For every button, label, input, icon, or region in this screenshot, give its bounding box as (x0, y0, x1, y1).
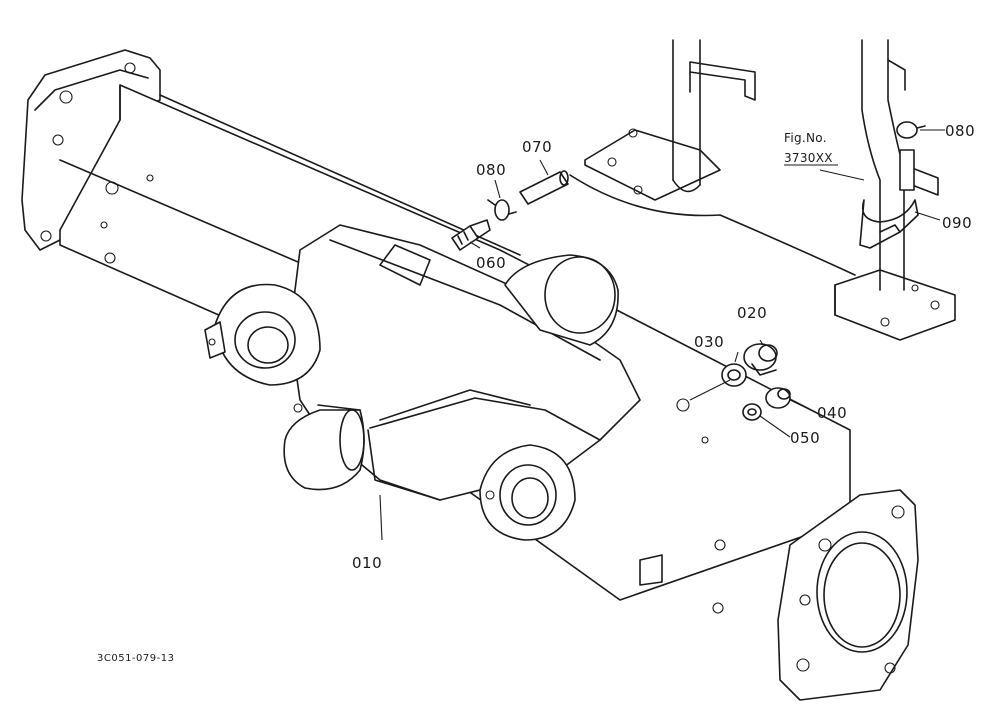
part-label-040: 040 (817, 404, 847, 422)
part-label-020: 020 (737, 304, 767, 322)
part-label-030: 030 (694, 333, 724, 351)
part-label-080-right: 080 (945, 122, 975, 140)
breather-hose (899, 149, 915, 191)
part-label-050: 050 (790, 429, 820, 447)
fig-ref-line2: 3730XX (784, 151, 833, 165)
front-axle-case (21, 49, 919, 701)
plug-020 (743, 343, 778, 376)
frame-bracket-assembly (569, 39, 956, 341)
part-label-060: 060 (476, 254, 506, 272)
band-090 (859, 199, 919, 249)
part-label-080-left: 080 (476, 161, 506, 179)
washer-050 (742, 403, 762, 421)
plug-040 (765, 387, 791, 409)
hose-070 (519, 170, 569, 205)
clamp-080-left (487, 199, 517, 221)
part-label-090: 090 (942, 214, 972, 232)
part-label-070: 070 (522, 138, 552, 156)
drawing-code: 3C051-079-13 (97, 653, 174, 664)
breather-fitting-060 (451, 219, 491, 251)
fig-ref-line1: Fig.No. (784, 131, 827, 145)
leader-lines (379, 129, 945, 541)
clamp-080-right (896, 121, 926, 139)
part-label-010: 010 (352, 554, 382, 572)
